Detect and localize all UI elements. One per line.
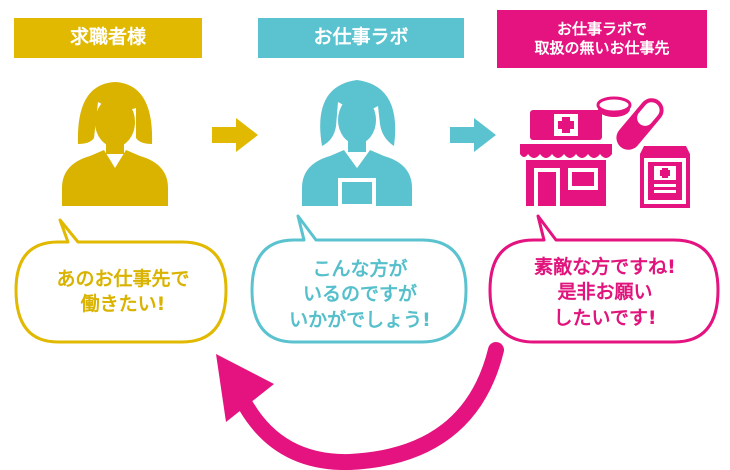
oshigoto-lab-label: お仕事ラボ [258, 18, 464, 58]
speech-bubble-3 [488, 214, 720, 344]
speech-bubble-2 [250, 214, 468, 344]
pill-capsule-icon [616, 98, 664, 150]
pharmacy-store-icon [520, 110, 612, 206]
oshigoto-lab-message: こんな方が いるのですが いかがでしょう! [289, 258, 431, 331]
job-seeker-label-text: 求職者様 [69, 26, 146, 49]
flow-arrow-2-icon [450, 118, 496, 152]
employer-message: 素敵な方ですね! 是非お願い したいです! [534, 256, 676, 329]
job-seeker-woman-icon [62, 82, 168, 206]
staff-woman-icon [302, 80, 412, 206]
oshigoto-lab-label-text: お仕事ラボ [313, 26, 409, 49]
employer-label-text: お仕事ラボで 取扱の無いお仕事先 [534, 20, 670, 57]
medicine-bag-icon [640, 146, 690, 208]
round-pill-icon [596, 96, 632, 117]
return-arrow-icon [216, 342, 504, 470]
flow-arrow-1-icon [212, 118, 258, 152]
employer-label: お仕事ラボで 取扱の無いお仕事先 [497, 10, 707, 68]
job-seeker-label: 求職者様 [14, 18, 202, 58]
speech-bubble-1 [14, 218, 228, 344]
job-seeker-message: あのお仕事先で 働きたい! [56, 267, 190, 315]
